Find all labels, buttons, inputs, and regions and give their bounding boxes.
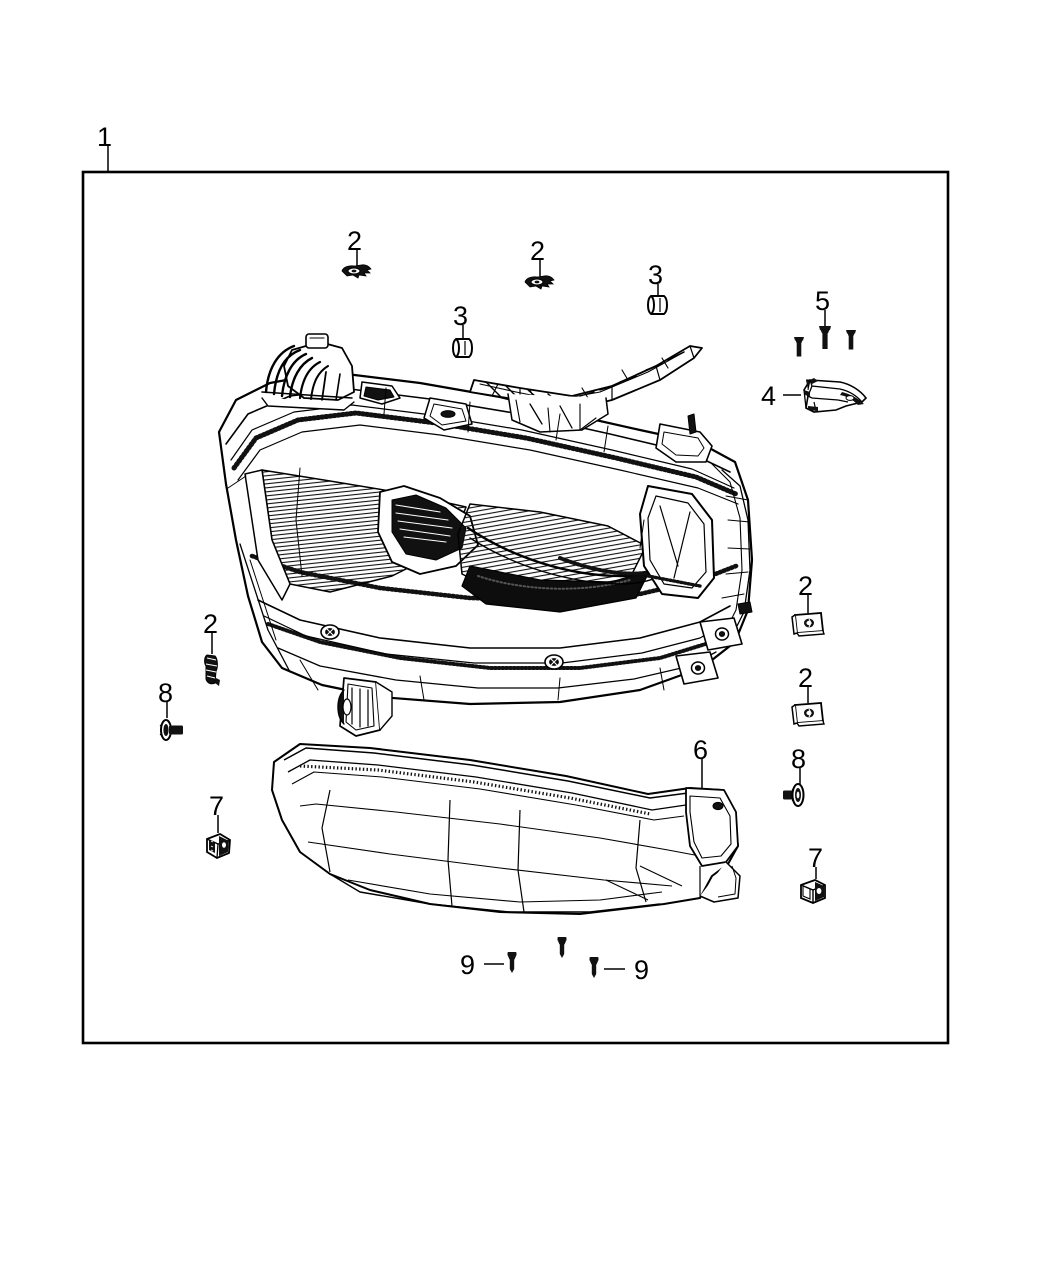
housing-screw-boss-mid [544,654,564,670]
callout-label-6: 6 [693,735,709,765]
retainer-clip-right [800,879,826,904]
clip-nut-upper-mid [524,275,555,290]
callout-label-8b: 8 [791,744,807,774]
clip-nut-left [204,654,220,686]
bolt-1 [794,337,804,357]
callout-label-3a: 3 [453,301,469,331]
screw-center [557,937,567,958]
assembly-boundary-box [81,170,950,1045]
bolt-set [794,326,856,357]
screw-left [507,952,517,973]
headlamp-assembly-illustration [217,333,754,737]
callout-label-2b: 2 [530,236,546,266]
screw-right [589,957,599,978]
grommet-left [452,338,473,358]
callout-label-3b: 3 [648,260,664,290]
callout-label-8a: 8 [158,678,174,708]
grommet-right [647,295,668,315]
mount-tab-lower-right [675,651,719,685]
callout-label-7b: 7 [808,843,824,873]
callout-label-2d: 2 [798,663,814,693]
push-rivet-right [783,783,805,807]
connector-boot [261,333,355,411]
callout-label-2e: 2 [203,609,219,639]
callout-label-5: 5 [815,286,831,316]
callout-label-2a: 2 [347,226,363,256]
push-rivet-left [159,719,183,741]
bolt-3 [846,330,856,350]
retainer-clip-left [206,833,231,860]
callout-label-9b: 9 [634,955,650,985]
clip-nut-right-lower [791,702,825,727]
callout-label-2c: 2 [798,571,814,601]
clip-nut-right-upper [791,612,825,637]
callout-label-1: 1 [97,122,113,152]
clip-nut-upper-left [341,264,372,279]
lower-bezel-panel [271,743,741,915]
bolt-2 [819,326,831,349]
mount-tab-upper-right [699,617,743,651]
callout-label-7a: 7 [209,791,225,821]
callout-label-4: 4 [761,381,777,411]
callout-label-9a: 9 [460,950,476,980]
lower-center-mount-tab [337,677,393,737]
leader-lines [107,146,826,970]
housing-screw-boss-left [320,624,340,640]
mounting-bracket [803,378,868,413]
